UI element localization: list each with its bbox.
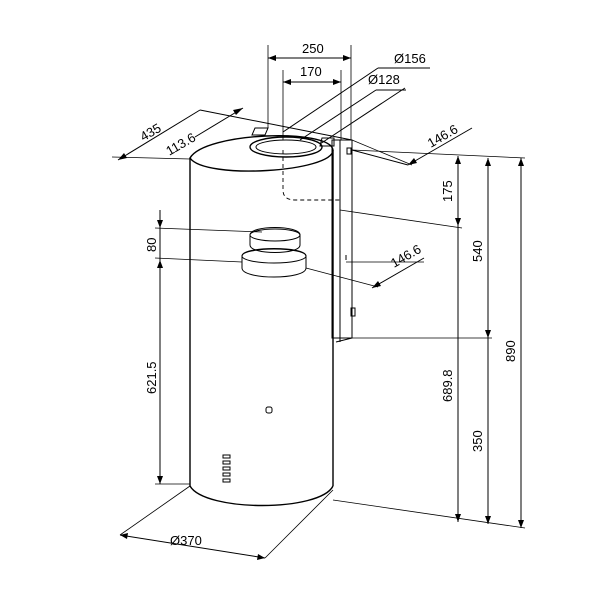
dim-146-6-top: 146.6	[425, 121, 461, 150]
dim-890: 890	[503, 340, 518, 362]
dim-dia-370: Ø370	[170, 533, 202, 548]
control-buttons	[222, 454, 231, 483]
base-diameter-dimension: Ø370	[119, 485, 334, 560]
dim-dia-156: Ø156	[394, 51, 426, 66]
right-dimensions: 175 689.8 540 350 890	[332, 149, 526, 529]
dim-350: 350	[470, 430, 485, 452]
dim-540: 540	[470, 240, 485, 262]
dim-621-5: 621.5	[144, 361, 159, 394]
dim-170: 170	[300, 64, 322, 79]
wall-plate	[331, 139, 356, 343]
mid-offset-dimension: 146.6	[305, 241, 425, 289]
left-dimensions: 80 621.5	[144, 210, 263, 485]
top-dimensions: 250 170 Ø156 Ø128 435 113.6 146.6	[111, 41, 473, 166]
dim-dia-128: Ø128	[368, 72, 400, 87]
dim-435: 435	[137, 120, 163, 144]
dim-146-6-mid: 146.6	[388, 241, 424, 270]
dim-175: 175	[440, 180, 455, 202]
dim-250: 250	[302, 41, 324, 56]
cylinder-hood-body	[189, 127, 340, 507]
dim-80: 80	[144, 238, 159, 252]
dim-689-8: 689.8	[440, 369, 455, 402]
